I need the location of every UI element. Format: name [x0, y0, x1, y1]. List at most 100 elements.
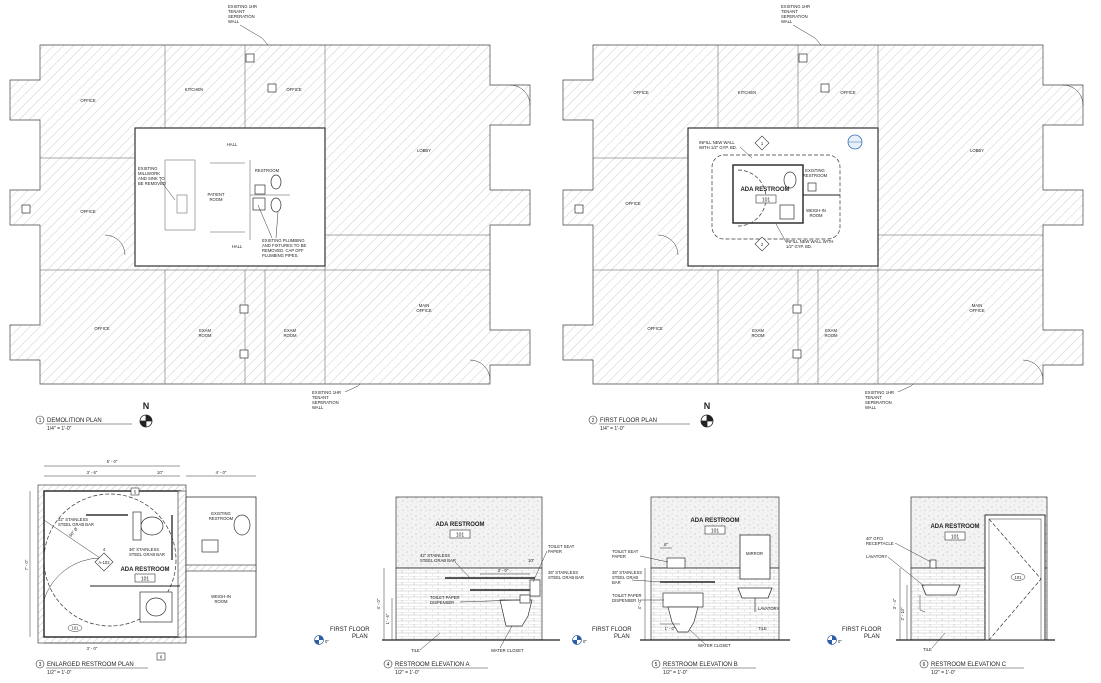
- svg-text:DISPENSER: DISPENSER: [430, 600, 454, 605]
- svg-text:OFFICE: OFFICE: [969, 308, 985, 313]
- svg-text:TENANT: TENANT: [228, 9, 245, 14]
- svg-text:ENLARGED RESTROOM PLAN: ENLARGED RESTROOM PLAN: [47, 662, 134, 668]
- svg-text:6": 6": [664, 542, 668, 547]
- svg-text:TILE: TILE: [923, 647, 932, 652]
- restroom-elevation-a: [314, 496, 560, 645]
- svg-text:STEEL GRAB BAR: STEEL GRAB BAR: [548, 575, 584, 580]
- level-marker-icon: [572, 635, 582, 645]
- svg-text:BAR: BAR: [612, 580, 621, 585]
- svg-text:4' - 0": 4' - 0": [637, 598, 642, 609]
- svg-text:KITCHEN: KITCHEN: [738, 90, 756, 95]
- first-floor-title: 2 FIRST FLOOR PLAN 1/4" = 1'-0" N: [588, 401, 714, 432]
- elevation-b-labels: ADA RESTROOM 101 TOILET SEAT PAPER 36" S…: [583, 518, 779, 676]
- svg-text:101: 101: [711, 529, 720, 535]
- svg-text:ROOM: ROOM: [824, 333, 838, 338]
- svg-text:WATER CLOSET: WATER CLOSET: [698, 643, 731, 648]
- level-marker-icon: [314, 635, 324, 645]
- svg-text:1' - 0": 1' - 0": [665, 626, 676, 631]
- svg-text:OFFICE: OFFICE: [633, 90, 649, 95]
- svg-text:4' - 0": 4' - 0": [216, 470, 227, 475]
- enlarged-restroom-plan: [29, 465, 257, 661]
- demolition-plan: [9, 44, 531, 385]
- svg-text:EXISTING: EXISTING: [805, 168, 825, 173]
- svg-text:EXAM: EXAM: [284, 328, 296, 333]
- svg-text:MILLWORK: MILLWORK: [138, 171, 160, 176]
- svg-text:1/4" = 1'-0": 1/4" = 1'-0": [600, 426, 625, 432]
- elevation-a-labels: ADA RESTROOM 101 42" STAINLESS STEEL GRA…: [325, 522, 584, 676]
- svg-text:1' - 6": 1' - 6": [385, 613, 390, 624]
- svg-text:TILE: TILE: [411, 648, 420, 653]
- svg-text:TOILET SEAT: TOILET SEAT: [612, 549, 639, 554]
- svg-text:PLAN: PLAN: [864, 634, 880, 640]
- svg-text:42" STAINLESS: 42" STAINLESS: [420, 553, 450, 558]
- svg-text:ROOM: ROOM: [214, 599, 228, 604]
- level-marker-icon: [827, 635, 837, 645]
- svg-text:5' - 0": 5' - 0": [107, 459, 118, 464]
- svg-text:EXISTING 1HR: EXISTING 1HR: [228, 4, 257, 9]
- svg-text:WALL: WALL: [781, 19, 793, 24]
- svg-text:WEIGH-IN: WEIGH-IN: [806, 208, 826, 213]
- svg-text:PLUMBING PIPES.: PLUMBING PIPES.: [262, 253, 299, 258]
- svg-text:ROOM: ROOM: [809, 213, 823, 218]
- elevation-c-labels: ADA RESTROOM 101 40" GFCI RECEPTACLE LAV…: [838, 524, 1024, 676]
- svg-text:1/2" GYP. BD.: 1/2" GYP. BD.: [786, 244, 812, 249]
- svg-text:101: 101: [1015, 575, 1023, 580]
- svg-text:INFILL NEW WALL: INFILL NEW WALL: [699, 140, 735, 145]
- svg-text:EXISTING: EXISTING: [138, 166, 158, 171]
- svg-text:7' - 0": 7' - 0": [24, 559, 29, 570]
- first-floor-plan: [562, 44, 1084, 385]
- svg-text:4: 4: [387, 662, 390, 668]
- svg-text:PAPER: PAPER: [612, 554, 626, 559]
- demolition-title: 1 DEMOLITION PLAN 1/4" = 1'-0" N: [35, 401, 153, 432]
- ada-room-label: ADA RESTROOM: [740, 187, 789, 193]
- svg-text:KITCHEN: KITCHEN: [185, 87, 203, 92]
- svg-text:INFILL NEW WALL WITH: INFILL NEW WALL WITH: [786, 239, 833, 244]
- svg-text:WALL: WALL: [865, 405, 877, 410]
- svg-text:RESTROOM: RESTROOM: [209, 516, 234, 521]
- svg-text:STEEL GRAB: STEEL GRAB: [612, 575, 638, 580]
- svg-text:AND FIXTURES TO BE: AND FIXTURES TO BE: [262, 243, 306, 248]
- svg-text:RESTROOM: RESTROOM: [255, 168, 280, 173]
- svg-text:OFFICE: OFFICE: [80, 209, 96, 214]
- svg-text:FIRST FLOOR: FIRST FLOOR: [842, 627, 882, 633]
- svg-text:10": 10": [157, 470, 164, 475]
- svg-text:2: 2: [761, 242, 764, 247]
- svg-text:SEPERATION: SEPERATION: [781, 14, 808, 19]
- svg-text:36" STAINLESS: 36" STAINLESS: [612, 570, 642, 575]
- svg-text:RESTROOM ELEVATION B: RESTROOM ELEVATION B: [663, 662, 738, 668]
- svg-text:RESTROOM ELEVATION C: RESTROOM ELEVATION C: [931, 662, 1007, 668]
- svg-text:EXISTING 1HR: EXISTING 1HR: [781, 4, 810, 9]
- svg-text:3' - 0": 3' - 0": [498, 568, 509, 573]
- svg-text:TOILET PAPER: TOILET PAPER: [430, 595, 460, 600]
- svg-text:101: 101: [951, 535, 960, 541]
- svg-text:FIRST FLOOR: FIRST FLOOR: [330, 627, 370, 633]
- svg-text:AND SINK TO: AND SINK TO: [138, 176, 165, 181]
- svg-text:STEEL GRAB BAR: STEEL GRAB BAR: [420, 558, 456, 563]
- svg-text:HALL: HALL: [227, 142, 238, 147]
- svg-text:3' - 6": 3' - 6": [87, 470, 98, 475]
- demolition-labels: EXISTING 1HR TENANT SEPERATION WALL OFFI…: [80, 4, 432, 410]
- elevation-marker-icon: [754, 135, 770, 252]
- svg-text:36" STAINLESS: 36" STAINLESS: [548, 570, 578, 575]
- svg-text:1/4" = 1'-0": 1/4" = 1'-0": [47, 426, 72, 432]
- svg-text:EXAM: EXAM: [752, 328, 764, 333]
- svg-text:OFFICE: OFFICE: [625, 201, 641, 206]
- svg-text:0": 0": [838, 639, 842, 644]
- svg-text:3: 3: [39, 662, 42, 668]
- svg-text:101: 101: [456, 533, 465, 539]
- svg-text:ADA RESTROOM: ADA RESTROOM: [690, 518, 739, 524]
- restroom-elevation-c: [827, 496, 1055, 645]
- svg-text:ADA RESTROOM: ADA RESTROOM: [435, 522, 484, 528]
- svg-text:TENANT: TENANT: [865, 395, 882, 400]
- svg-text:5: 5: [134, 490, 137, 495]
- svg-text:RECEPTACLE: RECEPTACLE: [866, 541, 894, 546]
- svg-text:LAVATORY: LAVATORY: [866, 554, 887, 559]
- svg-text:60" Ø: 60" Ø: [68, 526, 79, 538]
- svg-text:0": 0": [325, 639, 329, 644]
- first-floor-labels: EXISTING 1HR TENANT SEPERATION WALL OFFI…: [625, 4, 985, 410]
- svg-text:TOILET SEAT: TOILET SEAT: [548, 544, 575, 549]
- svg-text:MIRROR: MIRROR: [746, 551, 763, 556]
- svg-text:TILE: TILE: [758, 626, 767, 631]
- svg-text:101: 101: [141, 577, 150, 583]
